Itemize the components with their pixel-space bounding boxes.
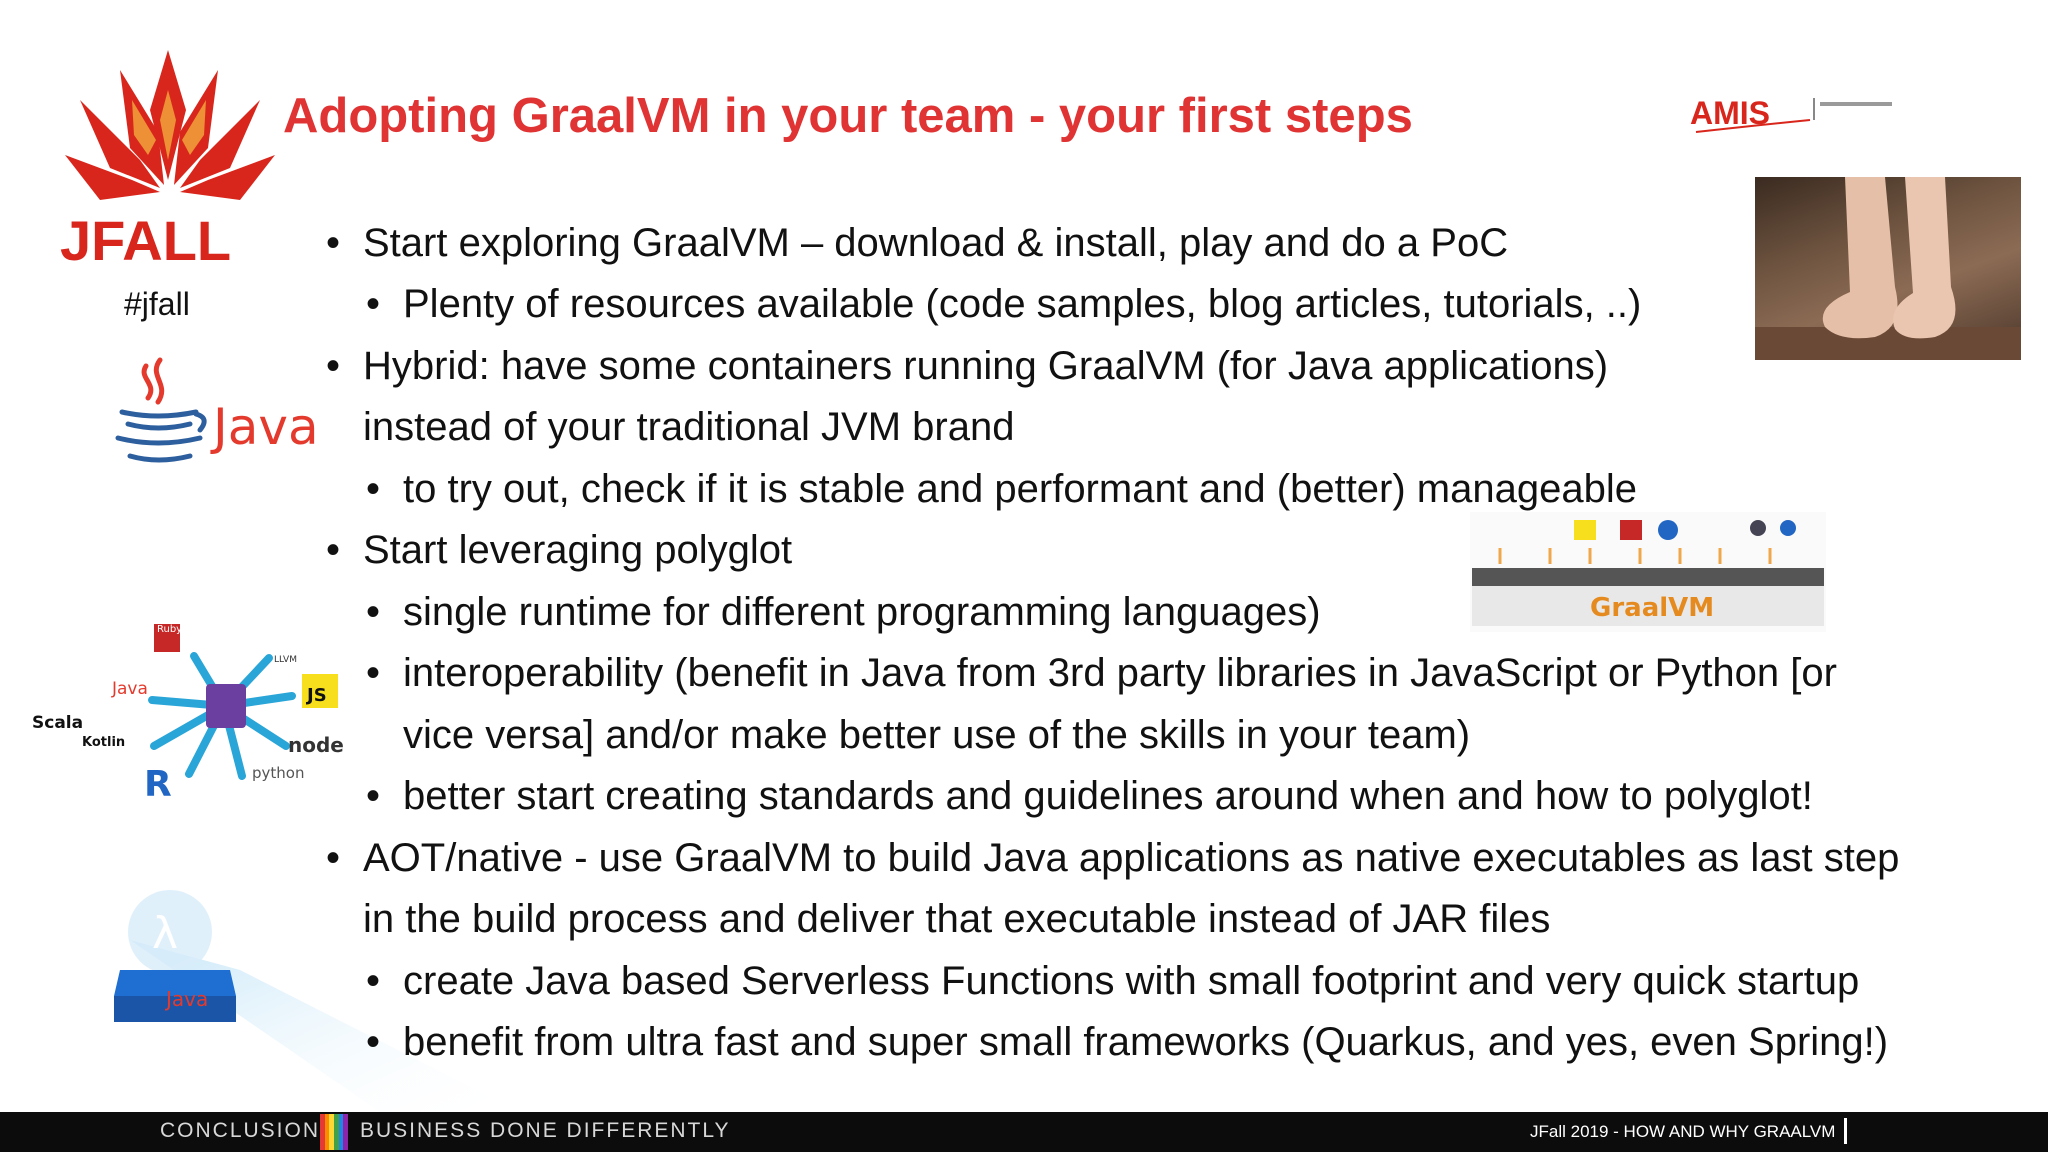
kotlin-label: Kotlin — [82, 735, 125, 750]
java-cup-icon — [115, 357, 207, 463]
rainbow-stripe — [324, 1114, 330, 1150]
slide-footer: CONCLUSION BUSINESS DONE DIFFERENTLY JFa… — [0, 1112, 2048, 1152]
graalvm-label: GraalVM — [1590, 593, 1714, 623]
java-logo-text: Java — [213, 398, 319, 456]
bullet-item: to try out, check if it is stable and pe… — [366, 469, 1637, 509]
rainbow-stripe — [320, 1114, 325, 1150]
js-label: JS — [305, 685, 327, 706]
lambda-icon — [128, 890, 212, 974]
jfall-logo: JFALL — [60, 50, 275, 272]
ruby-icon — [1620, 520, 1642, 540]
r-label: R — [144, 764, 172, 805]
node-label: node — [288, 733, 344, 757]
r-icon — [1658, 520, 1678, 540]
llvm-icon — [1750, 520, 1766, 536]
bullet-item: Hybrid: have some containers running Gra… — [326, 346, 1608, 386]
bullet-item: Start leveraging polyglot — [326, 530, 792, 570]
amis-logo: AMIS — [1690, 95, 1892, 133]
graalvm-chip-icon — [206, 684, 246, 728]
bullet-item: Start exploring GraalVM – download & ins… — [326, 223, 1508, 263]
footer-section: CONCLUSION — [160, 1119, 321, 1142]
svg-text:λ: λ — [152, 908, 178, 959]
rainbow-stripe — [343, 1114, 349, 1150]
bullet-item: create Java based Serverless Functions w… — [366, 961, 1859, 1001]
jfall-logo-text: JFALL — [60, 209, 231, 272]
hashtag: #jfall — [124, 286, 190, 322]
bullet-continuation: in the build process and deliver that ex… — [363, 897, 1551, 941]
footer-divider — [1844, 1118, 1847, 1144]
serverless-java-label: Java — [164, 987, 208, 1011]
js-icon — [302, 674, 338, 708]
bullet-continuation: instead of your traditional JVM brand — [363, 405, 1015, 449]
llvm-label: LLVM — [274, 655, 297, 665]
serverless-diagram: λ Java — [114, 890, 520, 1112]
slide-title: Adopting GraalVM in your team - your fir… — [283, 89, 1413, 143]
rainbow-stripes — [320, 1114, 349, 1150]
java-label: Java — [111, 679, 148, 699]
footer-tagline: BUSINESS DONE DIFFERENTLY — [360, 1119, 731, 1142]
graalvm-diagram: GraalVM — [1470, 512, 1826, 632]
ruby-label: Ruby — [157, 624, 182, 635]
ruby-icon — [154, 624, 180, 652]
bullet-item: benefit from ultra fast and super small … — [366, 1022, 1888, 1062]
c-icon — [1780, 520, 1796, 536]
scala-label: Scala — [32, 713, 83, 733]
footer-event: JFall 2019 - HOW AND WHY GRAALVM — [1530, 1122, 1836, 1141]
bullet-continuation: vice versa] and/or make better use of th… — [403, 713, 1471, 757]
baby-feet-photo — [1755, 177, 2021, 360]
bullet-item: single runtime for different programming… — [366, 592, 1321, 632]
bullet-item: Plenty of resources available (code samp… — [366, 284, 1641, 324]
bullet-item: interoperability (benefit in Java from 3… — [366, 653, 1837, 693]
python-label: python — [252, 764, 304, 782]
bullet-item: AOT/native - use GraalVM to build Java a… — [326, 838, 1899, 878]
polyglot-diagram: Ruby Java Scala Kotlin R python node JS … — [32, 624, 344, 805]
js-icon — [1574, 520, 1596, 540]
rainbow-stripe — [329, 1114, 335, 1150]
rainbow-stripe — [334, 1114, 339, 1150]
bullet-item: better start creating standards and guid… — [366, 776, 1813, 816]
rainbow-stripe — [338, 1114, 344, 1150]
